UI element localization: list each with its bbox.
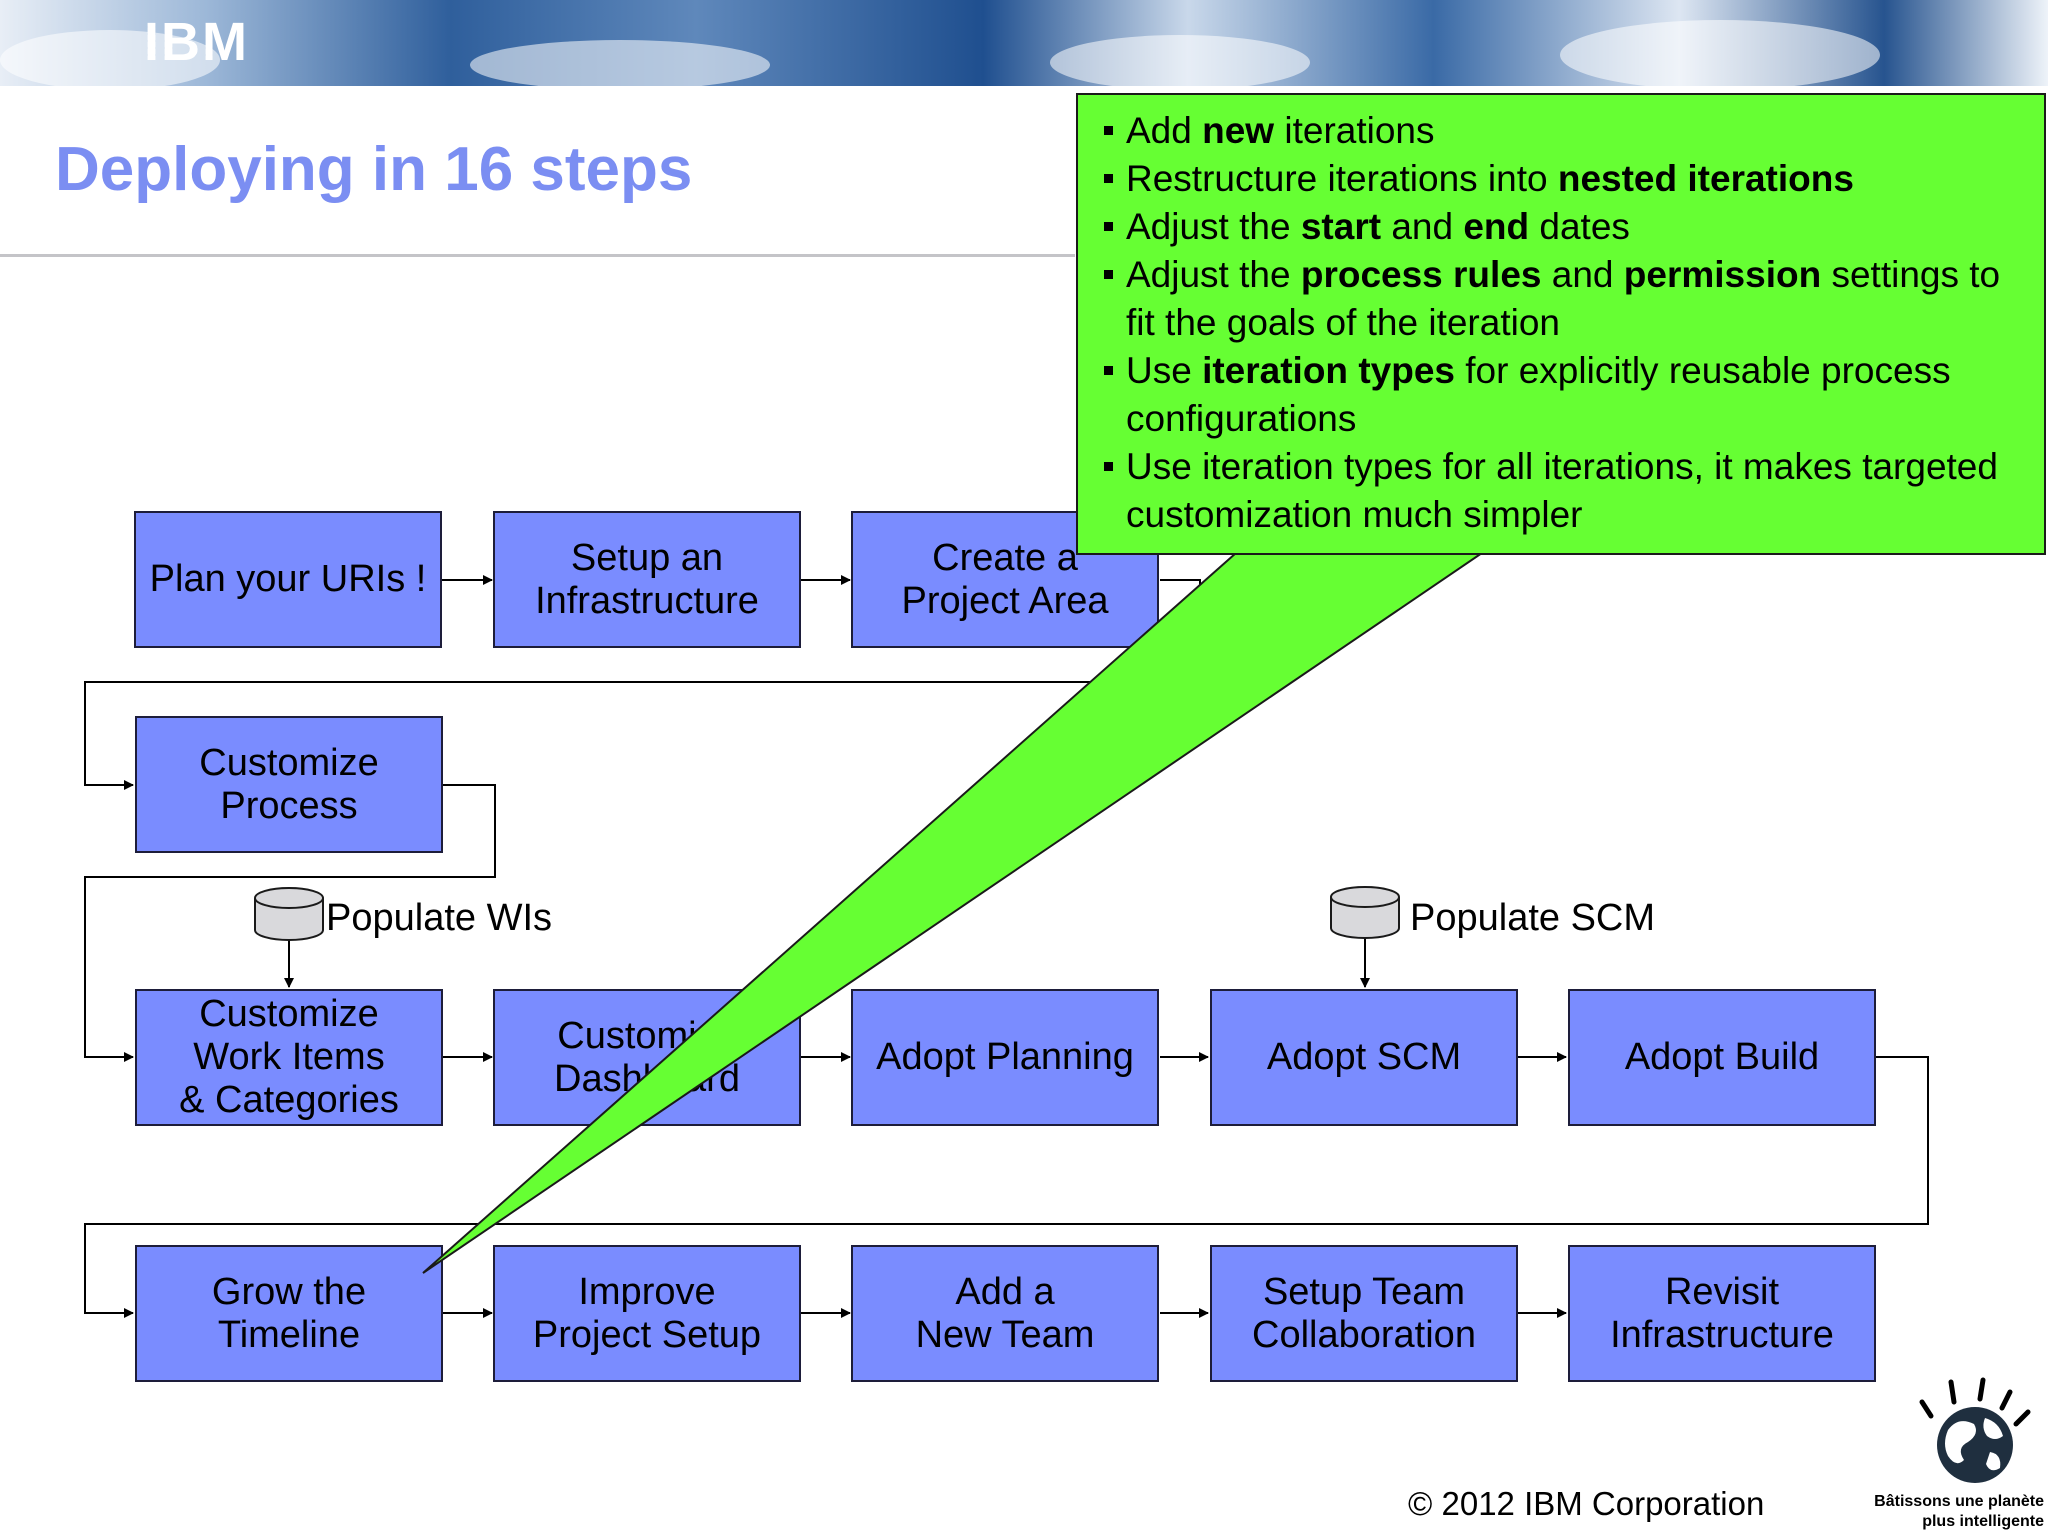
ibm-logo: IBM <box>144 12 249 72</box>
step-customize-work-items: Customize Work Items & Categories <box>135 989 443 1126</box>
step-setup-infrastructure: Setup an Infrastructure <box>493 511 801 648</box>
page-title: Deploying in 16 steps <box>55 135 693 204</box>
step-adopt-scm: Adopt SCM <box>1210 989 1518 1126</box>
banner-cloud <box>1050 35 1310 86</box>
callout-bullet: Use iteration types for all iterations, … <box>1102 443 2032 539</box>
step-adopt-build: Adopt Build <box>1568 989 1876 1126</box>
banner-cloud <box>0 30 220 86</box>
iteration-callout: Add new iterations Restructure iteration… <box>1076 93 2046 555</box>
database-icon <box>254 887 324 941</box>
populate-wis-label: Populate WIs <box>326 897 552 939</box>
step-setup-team-collaboration: Setup Team Collaboration <box>1210 1245 1518 1382</box>
banner-cloud <box>1560 20 1880 86</box>
database-icon <box>1330 886 1400 939</box>
step-plan-uris: Plan your URIs ! <box>134 511 442 648</box>
header-banner: IBM <box>0 0 2048 86</box>
copyright: © 2012 IBM Corporation <box>1408 1485 1765 1522</box>
callout-bullet: Restructure iterations into nested itera… <box>1102 155 2032 203</box>
step-revisit-infrastructure: Revisit Infrastructure <box>1568 1245 1876 1382</box>
connector-arrow <box>84 1056 1929 1318</box>
step-add-new-team: Add a New Team <box>851 1245 1159 1382</box>
callout-bullet: Add new iterations <box>1102 107 2032 155</box>
step-grow-timeline: Grow the Timeline <box>135 1245 443 1382</box>
populate-scm-label: Populate SCM <box>1410 897 1656 939</box>
callout-bullet-list: Add new iterations Restructure iteration… <box>1078 95 2044 539</box>
banner-cloud <box>470 40 770 86</box>
callout-bullet: Adjust the process rules and permission … <box>1102 251 2032 347</box>
connector-arrow <box>84 579 1201 790</box>
step-improve-project-setup: Improve Project Setup <box>493 1245 801 1382</box>
step-adopt-planning: Adopt Planning <box>851 989 1159 1126</box>
title-divider <box>0 254 1075 257</box>
callout-bullet: Adjust the start and end dates <box>1102 203 2032 251</box>
callout-bullet: Use iteration types for explicitly reusa… <box>1102 347 2032 443</box>
step-customize-process: Customize Process <box>135 716 443 853</box>
connector-arrow <box>84 784 496 1062</box>
tagline: Bâtissons une planète plus intelligente <box>1874 1493 2044 1530</box>
